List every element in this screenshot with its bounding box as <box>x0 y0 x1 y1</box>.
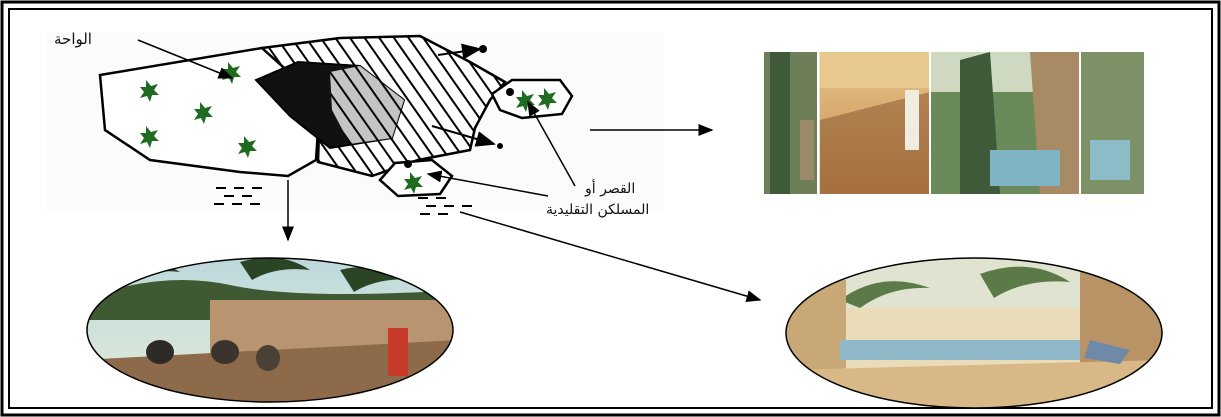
oasis-well-oval-photo <box>80 255 460 405</box>
oasis-label: الواحة <box>54 30 92 48</box>
ksar-label-line2: المسلكن التقليدية <box>546 202 649 218</box>
ksar-label-line1: القصر أو <box>585 181 635 197</box>
satellite-oasis-right <box>492 80 572 118</box>
postcard-collage-photo <box>764 52 1144 194</box>
oasis-canal-oval-photo <box>786 258 1162 408</box>
